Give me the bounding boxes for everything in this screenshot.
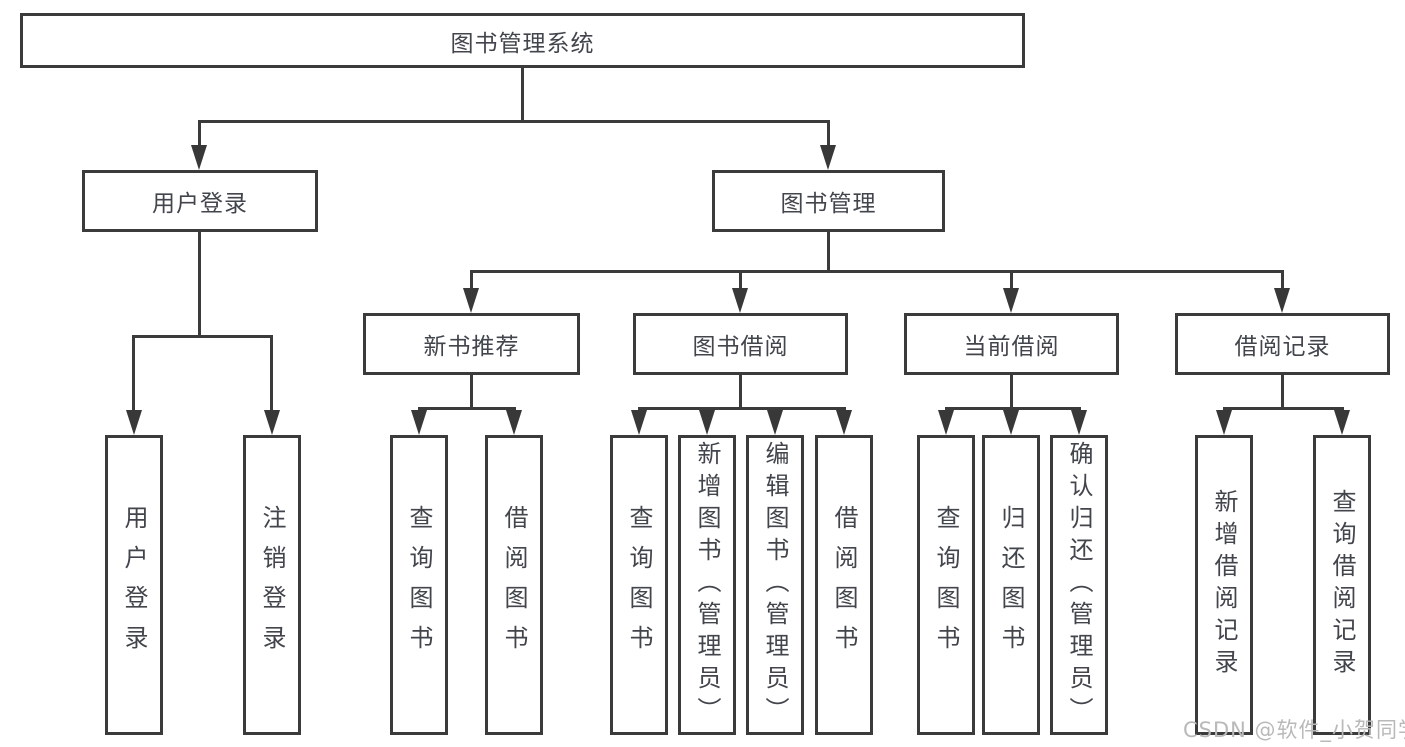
node-book-management: 图书管理: [712, 170, 945, 232]
arrow-down-icon: [699, 410, 715, 435]
connector-line: [198, 120, 830, 123]
node-user-login-label: 用户登录: [152, 191, 248, 217]
arrow-down-icon: [463, 288, 479, 313]
connector-line: [827, 120, 830, 147]
arrow-down-icon: [938, 410, 954, 435]
leaf-query-borrow-record-label: 查询借阅记录: [1328, 489, 1356, 681]
connector-line: [1010, 270, 1013, 290]
arrow-down-icon: [1003, 410, 1019, 435]
arrow-down-icon: [1216, 410, 1232, 435]
leaf-edit-books-admin: 编辑图书（管理员）: [746, 435, 804, 735]
leaf-query-books-borrowing: 查询图书: [610, 435, 668, 735]
connector-line: [521, 68, 524, 120]
leaf-user-login-label: 用户登录: [120, 505, 148, 665]
leaf-edit-books-admin-label: 编辑图书（管理员）: [761, 441, 789, 729]
leaf-return-books: 归还图书: [982, 435, 1040, 735]
node-new-book-recommend-label: 新书推荐: [423, 334, 520, 360]
connector-line: [638, 407, 846, 410]
node-root: 图书管理系统: [20, 13, 1025, 68]
arrow-down-icon: [820, 145, 836, 170]
arrow-down-icon: [836, 410, 852, 435]
connector-line: [132, 335, 273, 338]
leaf-query-books-recommend: 查询图书: [390, 435, 448, 735]
leaf-query-books-current-label: 查询图书: [932, 505, 960, 665]
leaf-user-login: 用户登录: [105, 435, 163, 735]
node-user-login: 用户登录: [82, 170, 318, 232]
connector-line: [132, 335, 135, 412]
leaf-add-books-admin: 新增图书（管理员）: [678, 435, 736, 735]
arrow-down-icon: [732, 288, 748, 313]
connector-line: [945, 407, 1081, 410]
connector-line: [470, 270, 473, 290]
connector-line: [418, 407, 516, 410]
connector-line: [270, 335, 273, 412]
arrow-down-icon: [631, 410, 647, 435]
node-book-borrowing-label: 图书借阅: [692, 334, 789, 360]
connector-line: [1010, 375, 1013, 407]
arrow-down-icon: [1003, 288, 1019, 313]
leaf-borrow-books-recommend: 借阅图书: [485, 435, 543, 735]
node-current-borrowing-label: 当前借阅: [963, 334, 1060, 360]
leaf-add-borrow-record: 新增借阅记录: [1195, 435, 1253, 735]
arrow-down-icon: [1334, 410, 1350, 435]
arrow-down-icon: [506, 410, 522, 435]
node-root-label: 图书管理系统: [450, 30, 595, 57]
arrow-down-icon: [411, 410, 427, 435]
arrow-down-icon: [767, 410, 783, 435]
leaf-logout-label: 注销登录: [258, 505, 286, 665]
leaf-query-borrow-record: 查询借阅记录: [1313, 435, 1371, 735]
connector-line: [470, 270, 1284, 273]
arrow-down-icon: [191, 145, 207, 170]
connector-line: [1281, 270, 1284, 290]
leaf-borrow-books-borrowing: 借阅图书: [815, 435, 873, 735]
connector-line: [1281, 375, 1284, 407]
leaf-borrow-books-borrowing-label: 借阅图书: [830, 505, 858, 665]
arrow-down-icon: [1274, 288, 1290, 313]
leaf-query-books-current: 查询图书: [917, 435, 975, 735]
leaf-add-borrow-record-label: 新增借阅记录: [1210, 489, 1238, 681]
csdn-watermark: CSDN @软件_小贺同学: [1183, 718, 1405, 742]
leaf-add-books-admin-label: 新增图书（管理员）: [693, 441, 721, 729]
node-borrowing-records-label: 借阅记录: [1234, 334, 1331, 360]
node-borrowing-records: 借阅记录: [1175, 313, 1390, 375]
connector-line: [827, 232, 830, 270]
leaf-confirm-return-admin-label: 确认归还（管理员）: [1065, 441, 1093, 729]
leaf-logout: 注销登录: [243, 435, 301, 735]
node-new-book-recommend: 新书推荐: [363, 313, 580, 375]
node-current-borrowing: 当前借阅: [904, 313, 1119, 375]
connector-line: [1223, 407, 1344, 410]
connector-line: [198, 232, 201, 335]
connector-line: [198, 120, 201, 147]
node-book-borrowing: 图书借阅: [633, 313, 848, 375]
arrow-down-icon: [264, 410, 280, 435]
node-book-management-label: 图书管理: [780, 191, 877, 217]
leaf-borrow-books-recommend-label: 借阅图书: [500, 505, 528, 665]
arrow-down-icon: [126, 410, 142, 435]
connector-line: [470, 375, 473, 407]
arrow-down-icon: [1071, 410, 1087, 435]
leaf-return-books-label: 归还图书: [997, 505, 1025, 665]
leaf-query-books-borrowing-label: 查询图书: [625, 505, 653, 665]
connector-line: [739, 270, 742, 290]
leaf-confirm-return-admin: 确认归还（管理员）: [1050, 435, 1108, 735]
connector-line: [739, 375, 742, 407]
leaf-query-books-recommend-label: 查询图书: [405, 505, 433, 665]
